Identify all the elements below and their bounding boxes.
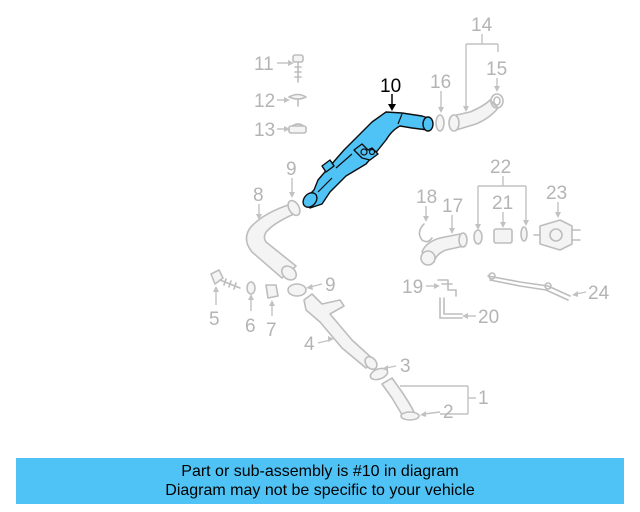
part-3-clamp: [369, 367, 389, 381]
callout-13: 13: [254, 120, 275, 141]
parts-diagram: 1 2 3 4 5 6 7 8 9 9 10 11 12 13 14 15 16…: [209, 15, 610, 423]
part-15-o-ring: [490, 93, 504, 109]
callout-20: 20: [478, 307, 499, 328]
part-13-clamp: [288, 123, 307, 134]
part-4-pipe: [303, 293, 378, 371]
callout-18: 18: [416, 187, 437, 208]
callout-4: 4: [304, 334, 315, 355]
callout-9-upper: 9: [286, 159, 297, 180]
part-14-hose: [448, 99, 499, 132]
callout-labels: 1 2 3 4 5 6 7 8 9 9 10 11 12 13 14 15 16…: [209, 15, 610, 423]
callout-23: 23: [546, 183, 567, 204]
part-9-clamp-lower: [287, 283, 307, 297]
part-20-bracket: [439, 297, 463, 319]
callout-9-lower: 9: [325, 275, 336, 296]
callout-1: 1: [478, 388, 489, 409]
part-22-clamp-right: [520, 226, 528, 242]
part-22-clamp-left: [473, 229, 483, 245]
callout-11: 11: [254, 54, 274, 75]
part-24-pipe: [487, 272, 571, 301]
callout-24: 24: [588, 283, 610, 304]
info-banner: Part or sub-assembly is #10 in diagram D…: [16, 458, 624, 504]
callout-5: 5: [209, 309, 220, 330]
callout-12: 12: [254, 91, 275, 112]
callout-15: 15: [486, 59, 507, 80]
part-8-hose: [245, 204, 298, 281]
callout-16: 16: [430, 72, 451, 93]
part-2-clamp: [400, 411, 420, 421]
callout-22: 22: [490, 157, 511, 178]
callout-6: 6: [245, 316, 256, 337]
part-9-clamp-upper: [287, 199, 301, 217]
banner-line-2: Diagram may not be specific to your vehi…: [165, 482, 475, 499]
part-16-clamp: [435, 114, 445, 132]
part-21-hose: [493, 228, 513, 244]
part-11-bolt: [292, 54, 304, 83]
callout-7: 7: [266, 320, 277, 341]
part-7-nut: [265, 284, 279, 299]
callout-10: 10: [380, 76, 401, 97]
part-18-clamp: [418, 223, 433, 243]
callout-8: 8: [253, 185, 264, 206]
part-17-hose: [420, 232, 468, 266]
callout-14: 14: [471, 15, 493, 36]
callout-21: 21: [492, 193, 513, 214]
part-10-coolant-hose[interactable]: [300, 111, 434, 210]
callout-19: 19: [402, 277, 423, 298]
callout-2: 2: [443, 402, 454, 423]
banner-line-1: Part or sub-assembly is #10 in diagram: [181, 463, 459, 480]
part-6-washer: [246, 281, 256, 295]
callout-17: 17: [442, 196, 463, 217]
part-19-bracket: [437, 279, 457, 297]
callout-3: 3: [400, 356, 411, 377]
part-12-clip: [288, 93, 307, 107]
leader-lines: [213, 34, 587, 417]
part-23-thermostat: [533, 219, 581, 251]
part-5-bolt: [210, 269, 241, 290]
